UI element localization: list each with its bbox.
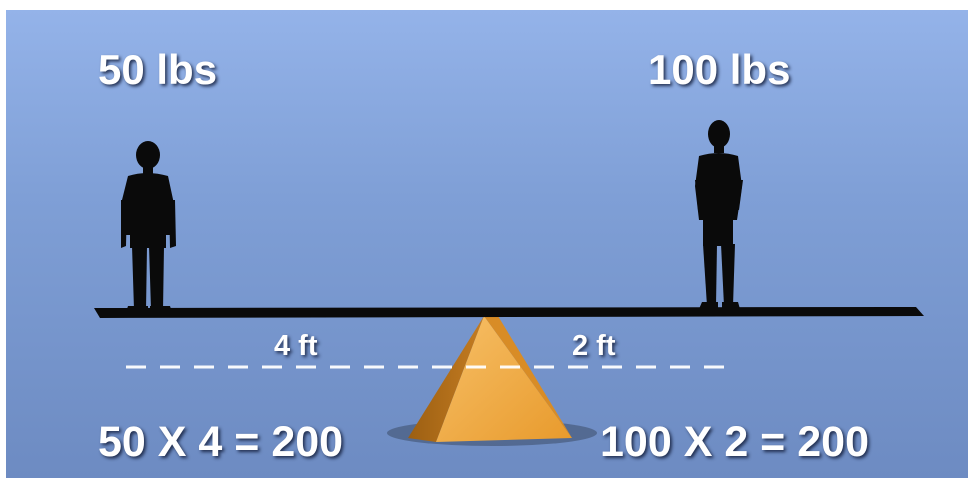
child-silhouette-right xyxy=(695,120,743,309)
right-equation: 100 X 2 = 200 xyxy=(600,418,869,466)
seesaw-plank xyxy=(94,307,924,318)
left-equation: 50 X 4 = 200 xyxy=(98,418,344,466)
left-distance-label: 4 ft xyxy=(274,330,318,362)
fulcrum xyxy=(408,316,572,442)
seesaw-diagram: 50 lbs 100 lbs 4 ft 2 ft 50 X 4 = 200 10… xyxy=(6,10,968,478)
seesaw-scene xyxy=(94,120,924,446)
left-weight-label: 50 lbs xyxy=(98,46,218,93)
right-weight-label: 100 lbs xyxy=(648,46,791,93)
right-distance-label: 2 ft xyxy=(572,330,616,362)
child-silhouette-left xyxy=(121,141,176,312)
